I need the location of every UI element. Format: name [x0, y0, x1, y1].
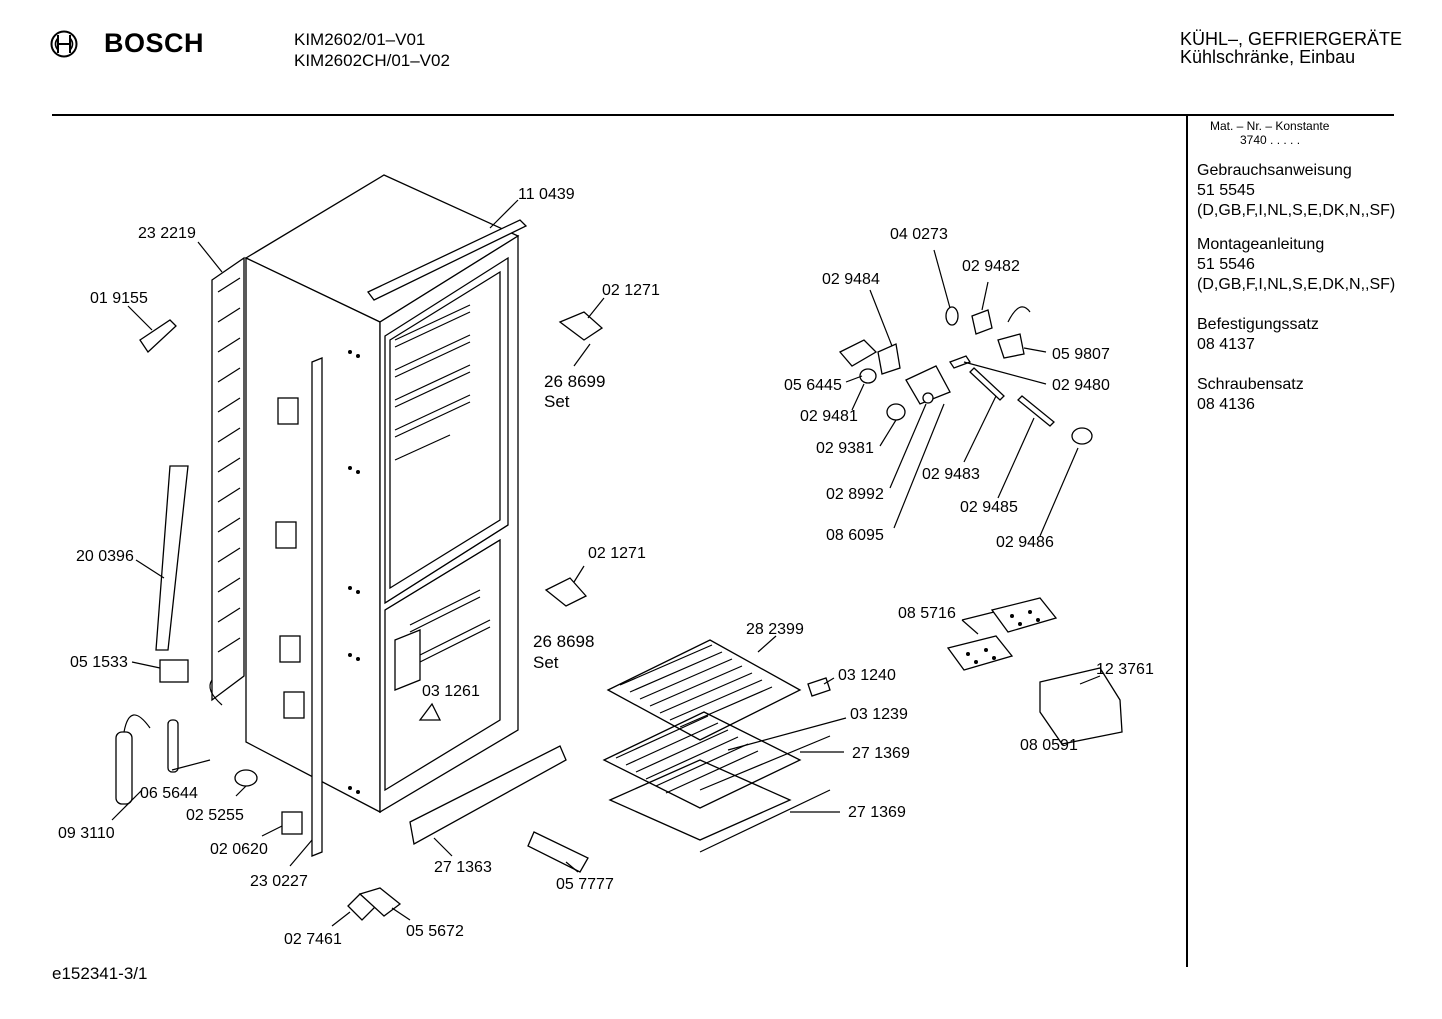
part-label: 08 6095	[826, 527, 884, 544]
part-label: 06 5644	[140, 785, 198, 802]
part-labels: 11 0439 23 2219 01 9155 02 1271 26 8699 …	[58, 186, 1154, 948]
part-label: 02 7461	[284, 931, 342, 948]
part-label: 04 0273	[890, 226, 948, 243]
doc-item-mounting-kit: Befestigungssatz 08 4137	[1197, 315, 1395, 355]
constant-label: Mat. – Nr. – Konstante	[1210, 119, 1330, 133]
part-label: 02 9485	[960, 499, 1018, 516]
model-number-2: KIM2602CH/01–V02	[294, 51, 450, 70]
header-divider	[52, 114, 1394, 116]
evaporator-coils	[602, 639, 831, 853]
doc-number: 51 5546	[1197, 256, 1255, 273]
part-label: 27 1369	[848, 804, 906, 821]
part-label: 02 9480	[1052, 377, 1110, 394]
doc-item-screw-kit: Schraubensatz 08 4136	[1197, 375, 1395, 415]
constant-value: 3740 . . . . .	[1240, 133, 1301, 147]
part-label: 02 0620	[210, 841, 268, 858]
part-label: 08 0591	[1020, 737, 1078, 754]
part-label: 26 8699	[544, 372, 605, 391]
model-number-1: KIM2602/01–V01	[294, 30, 426, 49]
part-label: 02 8992	[826, 486, 884, 503]
condenser-panel	[209, 256, 245, 706]
doc-item-manual: Gebrauchsanweisung 51 5545 (D,GB,F,I,NL,…	[1197, 161, 1395, 221]
part-label: 02 5255	[186, 807, 244, 824]
small-parts	[115, 319, 589, 921]
part-label: 02 9483	[922, 466, 980, 483]
doc-title: Befestigungssatz	[1197, 316, 1319, 333]
category-title: KÜHL–, GEFRIERGERÄTE	[1180, 29, 1403, 49]
part-label: 26 8698	[533, 632, 594, 651]
doc-title: Gebrauchsanweisung	[1197, 162, 1352, 179]
part-label: 03 1240	[838, 667, 896, 684]
drawing-code: e152341-3/1	[52, 964, 148, 983]
top-hinge-bar	[367, 219, 528, 301]
part-label: 23 0227	[250, 873, 308, 890]
part-label: 27 1363	[434, 859, 492, 876]
part-label: 28 2399	[746, 621, 804, 638]
part-label: 02 9482	[962, 258, 1020, 275]
part-label: 12 3761	[1096, 661, 1154, 678]
part-label: 02 1271	[602, 282, 660, 299]
part-label: 02 9481	[800, 408, 858, 425]
part-label: 05 6445	[784, 377, 842, 394]
category-subtitle: Kühlschränke, Einbau	[1180, 47, 1356, 67]
part-label: 09 3110	[58, 825, 115, 842]
doc-item-installation: Montageanleitung 51 5546 (D,GB,F,I,NL,S,…	[1197, 235, 1395, 295]
part-label: 27 1369	[852, 745, 910, 762]
set-label: Set	[533, 653, 559, 672]
part-label: 02 9484	[822, 271, 880, 288]
part-label: 05 7777	[556, 876, 614, 893]
control-components	[838, 306, 1093, 445]
doc-title: Schraubensatz	[1197, 376, 1304, 393]
part-label: 02 9486	[996, 534, 1054, 551]
part-label: 05 5672	[406, 923, 464, 940]
set-label: Set	[544, 392, 570, 411]
doc-languages: (D,GB,F,I,NL,S,E,DK,N,,SF)	[1197, 276, 1396, 293]
leader-lines	[111, 199, 1101, 927]
trim-strip	[155, 465, 189, 651]
doc-number: 08 4137	[1197, 336, 1255, 353]
part-label: 03 1239	[850, 706, 908, 723]
part-label: 23 2219	[138, 225, 196, 242]
clip-031240	[807, 677, 831, 697]
exploded-parts-diagram: 11 0439 23 2219 01 9155 02 1271 26 8699 …	[58, 174, 1154, 948]
doc-number: 08 4136	[1197, 396, 1255, 413]
door-seal-strip	[311, 357, 323, 857]
hinge-sets	[544, 311, 604, 607]
part-label: 08 5716	[898, 605, 956, 622]
ice-trays	[946, 597, 1123, 745]
part-label: 20 0396	[76, 548, 134, 565]
part-label: 02 9381	[816, 440, 874, 457]
part-label: 05 1533	[70, 654, 128, 671]
part-label: 05 9807	[1052, 346, 1110, 363]
bosch-armature-icon	[50, 30, 78, 58]
part-label: 02 1271	[588, 545, 646, 562]
part-label: 03 1261	[422, 683, 480, 700]
sidebar-divider	[1186, 116, 1188, 967]
doc-title: Montageanleitung	[1197, 236, 1325, 253]
part-label: 11 0439	[518, 186, 575, 203]
brand-name: BOSCH	[104, 28, 205, 58]
documentation-sidebar: Mat. – Nr. – Konstante 3740 . . . . . Ge…	[1197, 119, 1395, 415]
doc-number: 51 5545	[1197, 182, 1255, 199]
doc-languages: (D,GB,F,I,NL,S,E,DK,N,,SF)	[1197, 202, 1396, 219]
part-label: 01 9155	[90, 290, 148, 307]
